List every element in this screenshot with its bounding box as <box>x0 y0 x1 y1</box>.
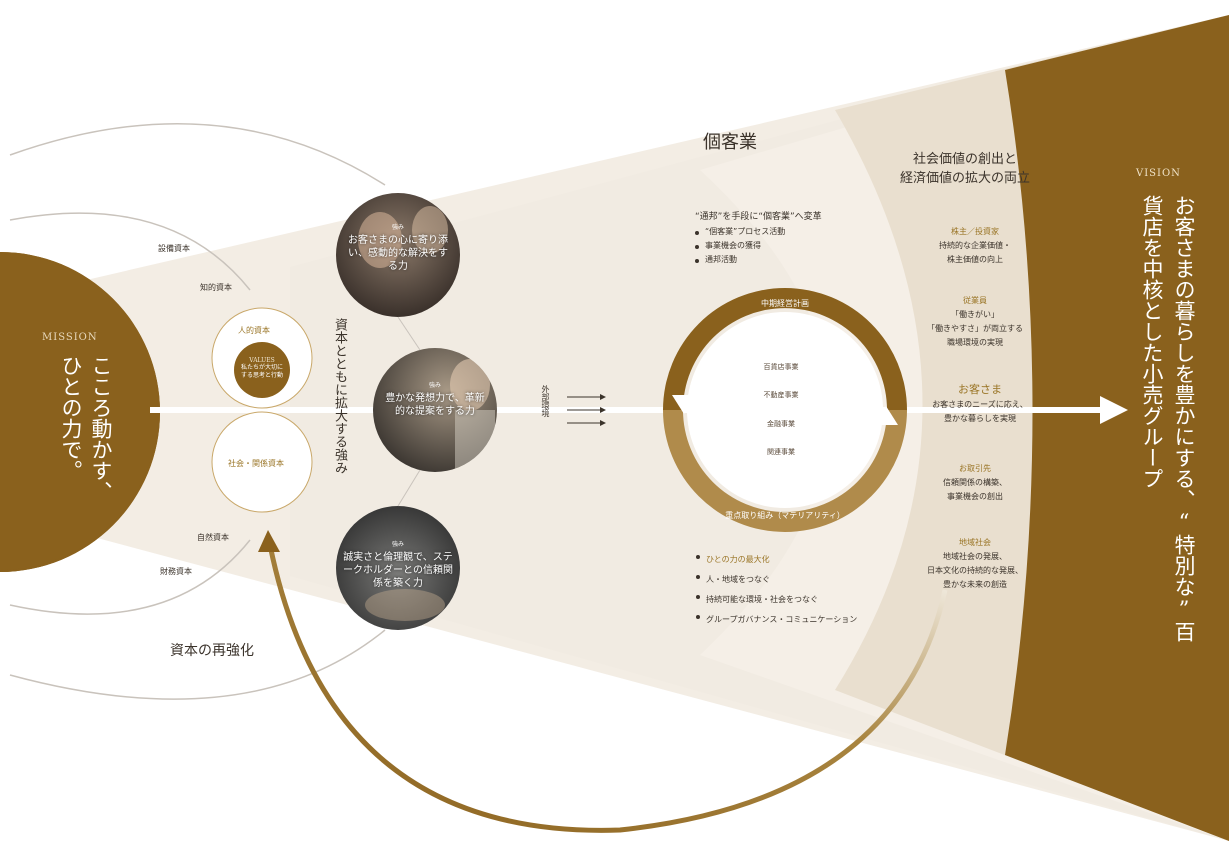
group-line: 日本文化の持続的な発展、 <box>927 566 1023 575</box>
natural-capital-label: 自然資本 <box>197 533 229 542</box>
inner-arc-top <box>9 212 251 291</box>
value-group-partners: お取引先 信頼関係の構築、 事業機会の創出 <box>920 462 1030 504</box>
band-vision <box>1005 15 1229 841</box>
kokyakugyo-title: 個客業 <box>703 132 757 153</box>
strength-photo-3 <box>336 506 460 630</box>
value-group-community: 地域社会 地域社会の発展、 日本文化の持続的な発展、 豊かな未来の創造 <box>912 536 1038 592</box>
plan-ring-inner-fill <box>687 312 883 508</box>
group-head: お客さま <box>958 383 1002 396</box>
materiality-list: ひとの力の最大化 人・地域をつなぐ 持続可能な環境・社会をつなぐ グループガバナ… <box>696 550 857 630</box>
group-line: 豊かな未来の創造 <box>943 580 1007 589</box>
plan-ring-bottom-label: 重点取り組み（マテリアリティ） <box>725 511 845 520</box>
outer-arc-bottom <box>9 629 386 700</box>
business-pill: 金融事業 <box>725 416 837 432</box>
strength-2-tag: 強み <box>428 382 441 389</box>
group-line: 持続的な企業価値・ <box>939 241 1011 250</box>
group-line: 事業機会の創出 <box>947 492 1003 501</box>
group-line: お客さまのニーズに応え、 <box>932 400 1028 409</box>
intellectual-capital-label: 知的資本 <box>200 283 232 292</box>
financial-capital-label: 財務資本 <box>160 567 192 576</box>
group-head: 地域社会 <box>959 538 991 547</box>
values-title: VALUES <box>249 357 275 364</box>
group-line: 「働きがい」 <box>951 310 999 319</box>
group-line: 信頼関係の構築、 <box>943 478 1007 487</box>
group-head: 株主／投資家 <box>951 227 999 236</box>
group-line: 地域社会の発展、 <box>943 552 1007 561</box>
strength-1-text: お客さまの心に寄り添い、感動的な解決をする力 <box>348 235 448 272</box>
vision-text: お客さまの暮らしを豊かにする、“特別な”百貨店を中核とした小売グループ <box>1140 195 1196 642</box>
human-capital-label: 人的資本 <box>238 326 270 335</box>
strength-2-text: 豊かな発想力で、革新的な提案をする力 <box>385 393 485 417</box>
group-line: 株主価値の向上 <box>947 255 1003 264</box>
kokyakugyo-list: “個客業”プロセス活動 事業機会の獲得 通邦活動 <box>695 226 785 265</box>
business-pill: 関連事業 <box>725 444 837 460</box>
list-item: グループガバナンス・コミュニケーション <box>696 610 857 630</box>
social-capital-label: 社会・関係資本 <box>228 459 284 468</box>
plan-ring-bottom <box>663 410 907 532</box>
mission-label: MISSION <box>42 332 98 343</box>
strength-photo-1 <box>336 193 460 317</box>
strength-photo-2 <box>373 348 497 472</box>
reinforce-arrow <box>267 544 948 833</box>
reinforce-arrowhead <box>258 530 280 552</box>
values-circle <box>234 342 290 398</box>
group-line: 「働きやすさ」が両立する <box>927 324 1023 333</box>
list-item: 事業機会の獲得 <box>695 240 785 251</box>
value-group-employees: 従業員 「働きがい」 「働きやすさ」が両立する 職場環境の実現 <box>920 294 1030 350</box>
strength-3-text: 誠実さと倫理観で、ステークホルダーとの信頼関係を築く力 <box>343 552 453 589</box>
value-group-customers: お客さま お客さまのニーズに応え、 豊かな暮らしを実現 <box>920 382 1040 426</box>
kokyakugyo-subtitle: “通邦”を手段に“個客業”へ変革 <box>695 212 822 222</box>
value-group-shareholders: 株主／投資家 持続的な企業価値・ 株主価値の向上 <box>920 225 1030 267</box>
group-line: 職場環境の実現 <box>947 338 1003 347</box>
expand-label: 資本とともに拡大する強み <box>332 318 347 474</box>
group-head: 従業員 <box>963 296 987 305</box>
list-item: ひとの力の最大化 <box>696 550 857 570</box>
strength-3-tag: 強み <box>391 541 404 548</box>
values-text: 私たちが大切にする思考と行動 <box>240 364 283 379</box>
list-item: 持続可能な環境・社会をつなぐ <box>696 590 857 610</box>
inner-arc-bottom <box>9 539 251 615</box>
value-title-line2: 経済価値の拡大の両立 <box>899 171 1030 186</box>
axis-arrowhead <box>1100 396 1128 424</box>
outer-arc-top <box>9 123 386 186</box>
mission-text: こころ動かす、ひとの力で。 <box>59 355 113 502</box>
business-pill: 不動産事業 <box>725 387 837 403</box>
group-head: お取引先 <box>959 464 991 473</box>
group-line: 豊かな暮らしを実現 <box>944 414 1016 423</box>
strength-1-tag: 強み <box>391 224 404 231</box>
social-capital-circle <box>211 411 313 513</box>
list-item: “個客業”プロセス活動 <box>695 226 785 237</box>
plan-ring-top <box>663 288 907 410</box>
list-item: 人・地域をつなぐ <box>696 570 857 590</box>
plan-ring-top-label: 中期経営計画 <box>761 299 809 308</box>
reinforce-label: 資本の再強化 <box>170 643 254 659</box>
vision-label: VISION <box>1136 168 1181 179</box>
list-item: 通邦活動 <box>695 254 785 265</box>
business-pill: 百貨店事業 <box>725 359 837 375</box>
external-env-label: 外部環境 <box>541 385 550 417</box>
value-title-line1: 社会価値の創出と <box>912 152 1017 167</box>
equipment-capital-label: 設備資本 <box>158 244 190 253</box>
